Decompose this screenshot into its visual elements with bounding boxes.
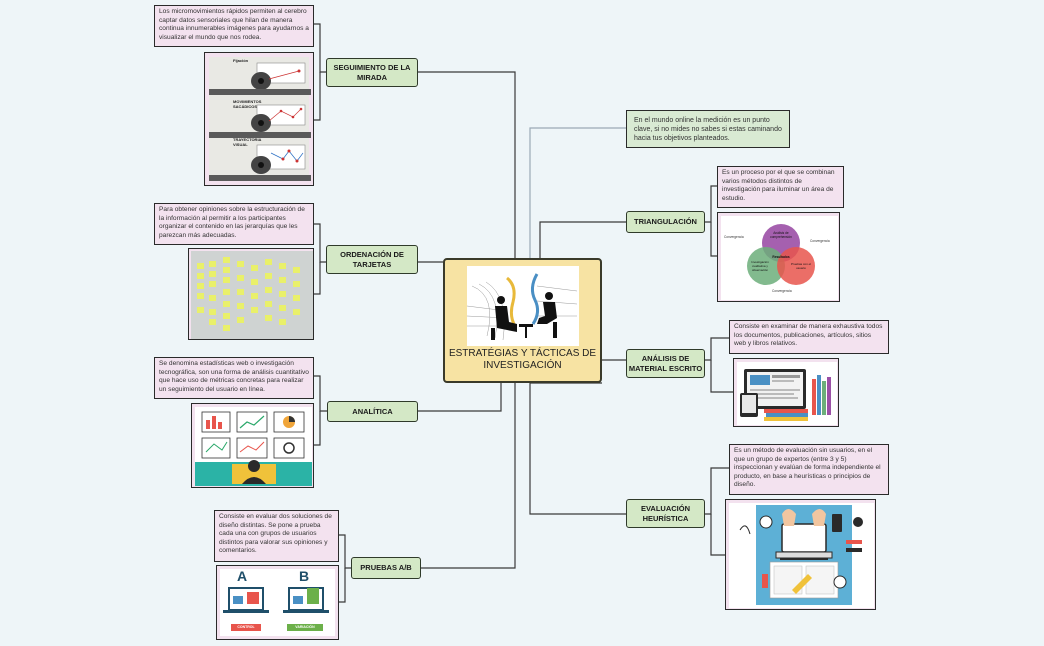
control-button: CONTROL — [237, 625, 255, 629]
branch-triangulacion[interactable]: TRIANGULACIÓN — [626, 211, 705, 233]
image-heuristic-evaluation — [725, 499, 876, 610]
note-medicion: En el mundo online la medición es un pun… — [626, 110, 790, 148]
note-heuristica: Es un método de evaluación sin usuarios,… — [729, 444, 889, 495]
image-ab-test: A B CONTROL VARIACIÓN — [216, 565, 339, 640]
venn-right-label: Pruebas con el usuario — [790, 262, 811, 270]
ab-laptops — [223, 587, 329, 631]
branch-seguimiento-mirada[interactable]: SEGUIMIENTO DE LA MIRADA — [326, 58, 418, 87]
eye-label-2: MOVIMIENTOS SACÁDICOS — [233, 99, 262, 109]
note-analisis: Consiste en examinar de manera exhaustiv… — [729, 320, 889, 354]
note-analitica: Se denomina estadísticas web o investiga… — [154, 357, 314, 399]
note-triangulacion: Es un proceso por el que se combinan var… — [717, 166, 844, 208]
image-triangulation-venn: Análisis de comprehensión Investigación … — [717, 212, 840, 302]
branch-ordenacion-tarjetas[interactable]: ORDENACIÓN DE TARJETAS — [326, 245, 418, 274]
desk-illustration — [729, 503, 874, 608]
branch-analisis-material[interactable]: ANÁLISIS DE MATERIAL ESCRITO — [626, 349, 705, 378]
central-topic[interactable]: ESTRATÉGIAS Y TÁCTICAS DE INVESTIGACIÓN — [443, 258, 602, 383]
sticky-notes-wall — [191, 251, 313, 339]
image-card-sorting — [188, 248, 314, 340]
venn-outer-bottom: Convergencia — [772, 289, 792, 293]
image-written-material — [733, 358, 839, 427]
central-title: ESTRATÉGIAS Y TÁCTICAS DE INVESTIGACIÓN — [448, 348, 597, 371]
variation-button: VARIACIÓN — [295, 625, 315, 629]
researchers-illustration — [467, 266, 579, 346]
image-eye-tracking: Fijación MOVIMIENTOS SACÁDICOS TRAYECTOR… — [204, 52, 314, 186]
note-seguimiento: Los micromovimientos rápidos permiten al… — [154, 5, 314, 47]
eye-diagrams — [209, 62, 311, 181]
venn-outer-right: Convergencia — [810, 239, 830, 243]
branch-pruebas-ab[interactable]: PRUEBAS A/B — [351, 557, 421, 579]
image-analytics — [191, 403, 314, 488]
note-pruebas: Consiste en evaluar dos soluciones de di… — [214, 510, 339, 562]
documents-devices — [737, 362, 837, 425]
branch-evaluacion-heuristica[interactable]: EVALUACIÓN HEURÍSTICA — [626, 499, 705, 528]
branch-analitica[interactable]: ANALÍTICA — [327, 401, 418, 422]
venn-diagram — [721, 216, 838, 300]
variant-b-label: B — [299, 568, 310, 584]
venn-outer-left: Convergencia — [724, 235, 744, 239]
venn-left-label: Investigación cualitativa y observación — [751, 260, 769, 272]
variant-a-label: A — [237, 568, 248, 584]
venn-center-label: Resultados — [772, 255, 790, 259]
note-ordenacion: Para obtener opiniones sobre la estructu… — [154, 203, 314, 245]
eye-label-1: Fijación — [233, 58, 249, 63]
eye-label-3: TRAYECTORIA VISUAL — [233, 137, 262, 147]
venn-top-label: Análisis de comprehensión — [770, 231, 792, 239]
analytics-dashboard — [195, 407, 312, 486]
